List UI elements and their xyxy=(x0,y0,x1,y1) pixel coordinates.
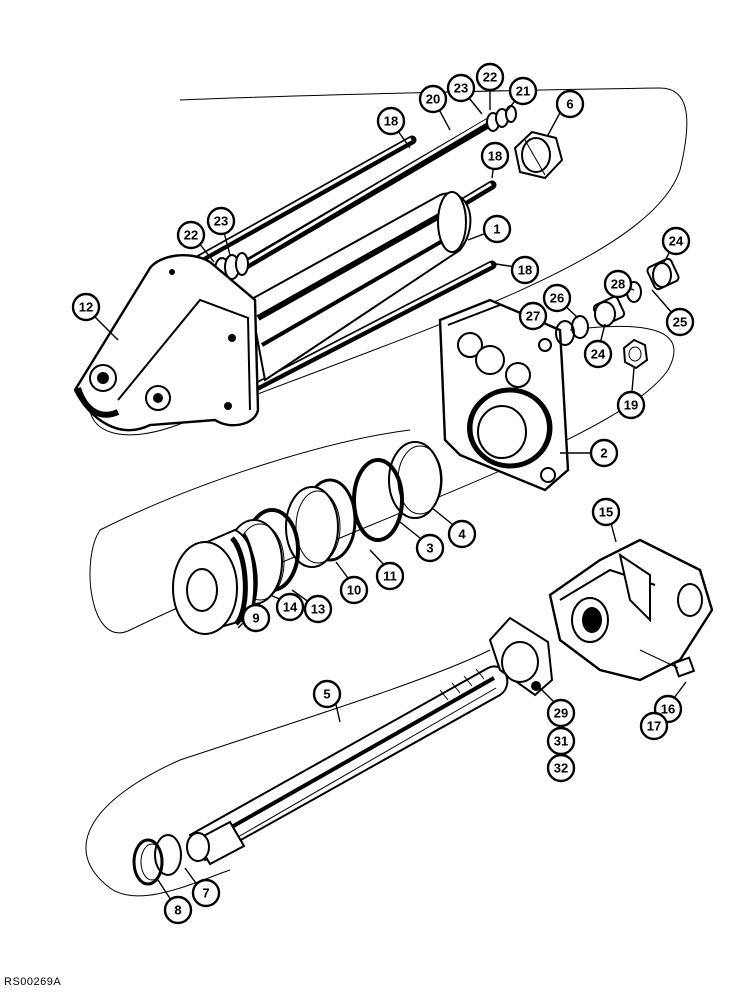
callout-28: 28 xyxy=(603,269,633,299)
callout-15: 15 xyxy=(591,497,621,527)
callout-10: 10 xyxy=(339,575,369,605)
svg-text:3: 3 xyxy=(426,541,433,556)
svg-text:31: 31 xyxy=(554,734,568,749)
group-outline-middle xyxy=(89,325,675,634)
callout-11: 11 xyxy=(375,561,405,591)
svg-text:26: 26 xyxy=(550,291,564,306)
callout-5: 5 xyxy=(312,679,342,709)
callout-29: 29 xyxy=(546,698,576,728)
svg-text:22: 22 xyxy=(184,228,198,243)
svg-text:25: 25 xyxy=(673,315,687,330)
callout-18-c: 18 xyxy=(510,255,540,285)
svg-text:18: 18 xyxy=(488,149,502,164)
callout-1: 1 xyxy=(482,214,512,244)
callout-23-a: 23 xyxy=(446,73,476,103)
callout-12: 12 xyxy=(71,292,101,322)
svg-text:8: 8 xyxy=(174,903,181,918)
tie-rod-20 xyxy=(235,117,495,273)
callout-25: 25 xyxy=(665,307,695,337)
svg-text:9: 9 xyxy=(252,611,259,626)
svg-text:14: 14 xyxy=(283,600,298,615)
svg-text:12: 12 xyxy=(79,300,93,315)
svg-text:10: 10 xyxy=(347,583,361,598)
drawing-code: RS00269A xyxy=(4,976,62,988)
callout-31: 31 xyxy=(546,726,576,756)
hex-nut-6 xyxy=(513,130,564,180)
rod-clevis xyxy=(548,538,714,682)
svg-text:16: 16 xyxy=(661,702,675,717)
svg-text:5: 5 xyxy=(323,687,330,702)
hex-nut-19 xyxy=(622,338,649,370)
callout-7: 7 xyxy=(191,878,221,908)
callout-21: 21 xyxy=(508,76,538,106)
callout-24-a: 24 xyxy=(661,226,691,256)
svg-text:11: 11 xyxy=(383,569,397,584)
callout-22-b: 22 xyxy=(176,220,206,250)
svg-text:21: 21 xyxy=(516,84,530,99)
fitting-24-lower xyxy=(592,295,626,327)
svg-text:19: 19 xyxy=(624,398,638,413)
callout-13: 13 xyxy=(303,594,333,624)
piston xyxy=(172,528,258,635)
callout-18-b: 18 xyxy=(480,141,510,171)
tie-rod-upper xyxy=(175,135,417,275)
svg-text:4: 4 xyxy=(458,527,466,542)
seal-7 xyxy=(154,834,182,876)
svg-text:13: 13 xyxy=(311,602,325,617)
callout-24-b: 24 xyxy=(583,339,613,369)
svg-text:23: 23 xyxy=(454,81,468,96)
cylinder-barrel xyxy=(248,191,472,382)
callout-23-b: 23 xyxy=(206,206,236,236)
callout-9: 9 xyxy=(241,603,271,633)
callout-19: 19 xyxy=(616,390,646,420)
svg-text:18: 18 xyxy=(518,263,532,278)
callout-26: 26 xyxy=(542,283,572,313)
rod-bracket-29 xyxy=(488,616,554,697)
svg-text:23: 23 xyxy=(214,214,228,229)
svg-text:6: 6 xyxy=(566,97,573,112)
grease-fitting-16 xyxy=(639,649,696,678)
piston-rod xyxy=(186,665,509,866)
cylinder-head xyxy=(438,298,570,492)
svg-text:15: 15 xyxy=(599,505,613,520)
rod-20-end-seals xyxy=(486,105,517,132)
callout-20: 20 xyxy=(418,84,448,114)
svg-text:2: 2 xyxy=(600,446,607,461)
callout-17: 17 xyxy=(639,711,669,741)
callout-6: 6 xyxy=(555,89,585,119)
svg-text:24: 24 xyxy=(669,234,684,249)
svg-text:32: 32 xyxy=(554,761,568,776)
o-ring-27 xyxy=(555,320,575,346)
leader-lines xyxy=(87,77,687,901)
callout-8: 8 xyxy=(163,895,193,925)
callout-3: 3 xyxy=(415,533,445,563)
svg-text:17: 17 xyxy=(647,719,661,734)
callout-22-a: 22 xyxy=(475,62,505,92)
callout-27: 27 xyxy=(518,301,548,331)
svg-text:24: 24 xyxy=(591,347,606,362)
tie-rod-lower xyxy=(245,260,497,395)
callout-2: 2 xyxy=(589,438,619,468)
group-outline-bottom xyxy=(85,649,491,897)
svg-text:18: 18 xyxy=(384,114,398,129)
callout-18-a: 18 xyxy=(376,106,406,136)
svg-text:20: 20 xyxy=(426,92,440,107)
callout-14: 14 xyxy=(275,592,305,622)
svg-text:28: 28 xyxy=(611,277,625,292)
fitting-24-upper xyxy=(646,257,680,291)
callout-32: 32 xyxy=(546,753,576,783)
callout-4: 4 xyxy=(447,519,477,549)
svg-text:7: 7 xyxy=(202,886,209,901)
base-end-cap xyxy=(73,254,260,432)
svg-text:22: 22 xyxy=(483,70,497,85)
o-ring-3 xyxy=(352,458,404,542)
wiper-8 xyxy=(132,838,164,886)
svg-text:27: 27 xyxy=(526,309,540,324)
svg-text:29: 29 xyxy=(554,706,568,721)
svg-text:1: 1 xyxy=(493,222,500,237)
